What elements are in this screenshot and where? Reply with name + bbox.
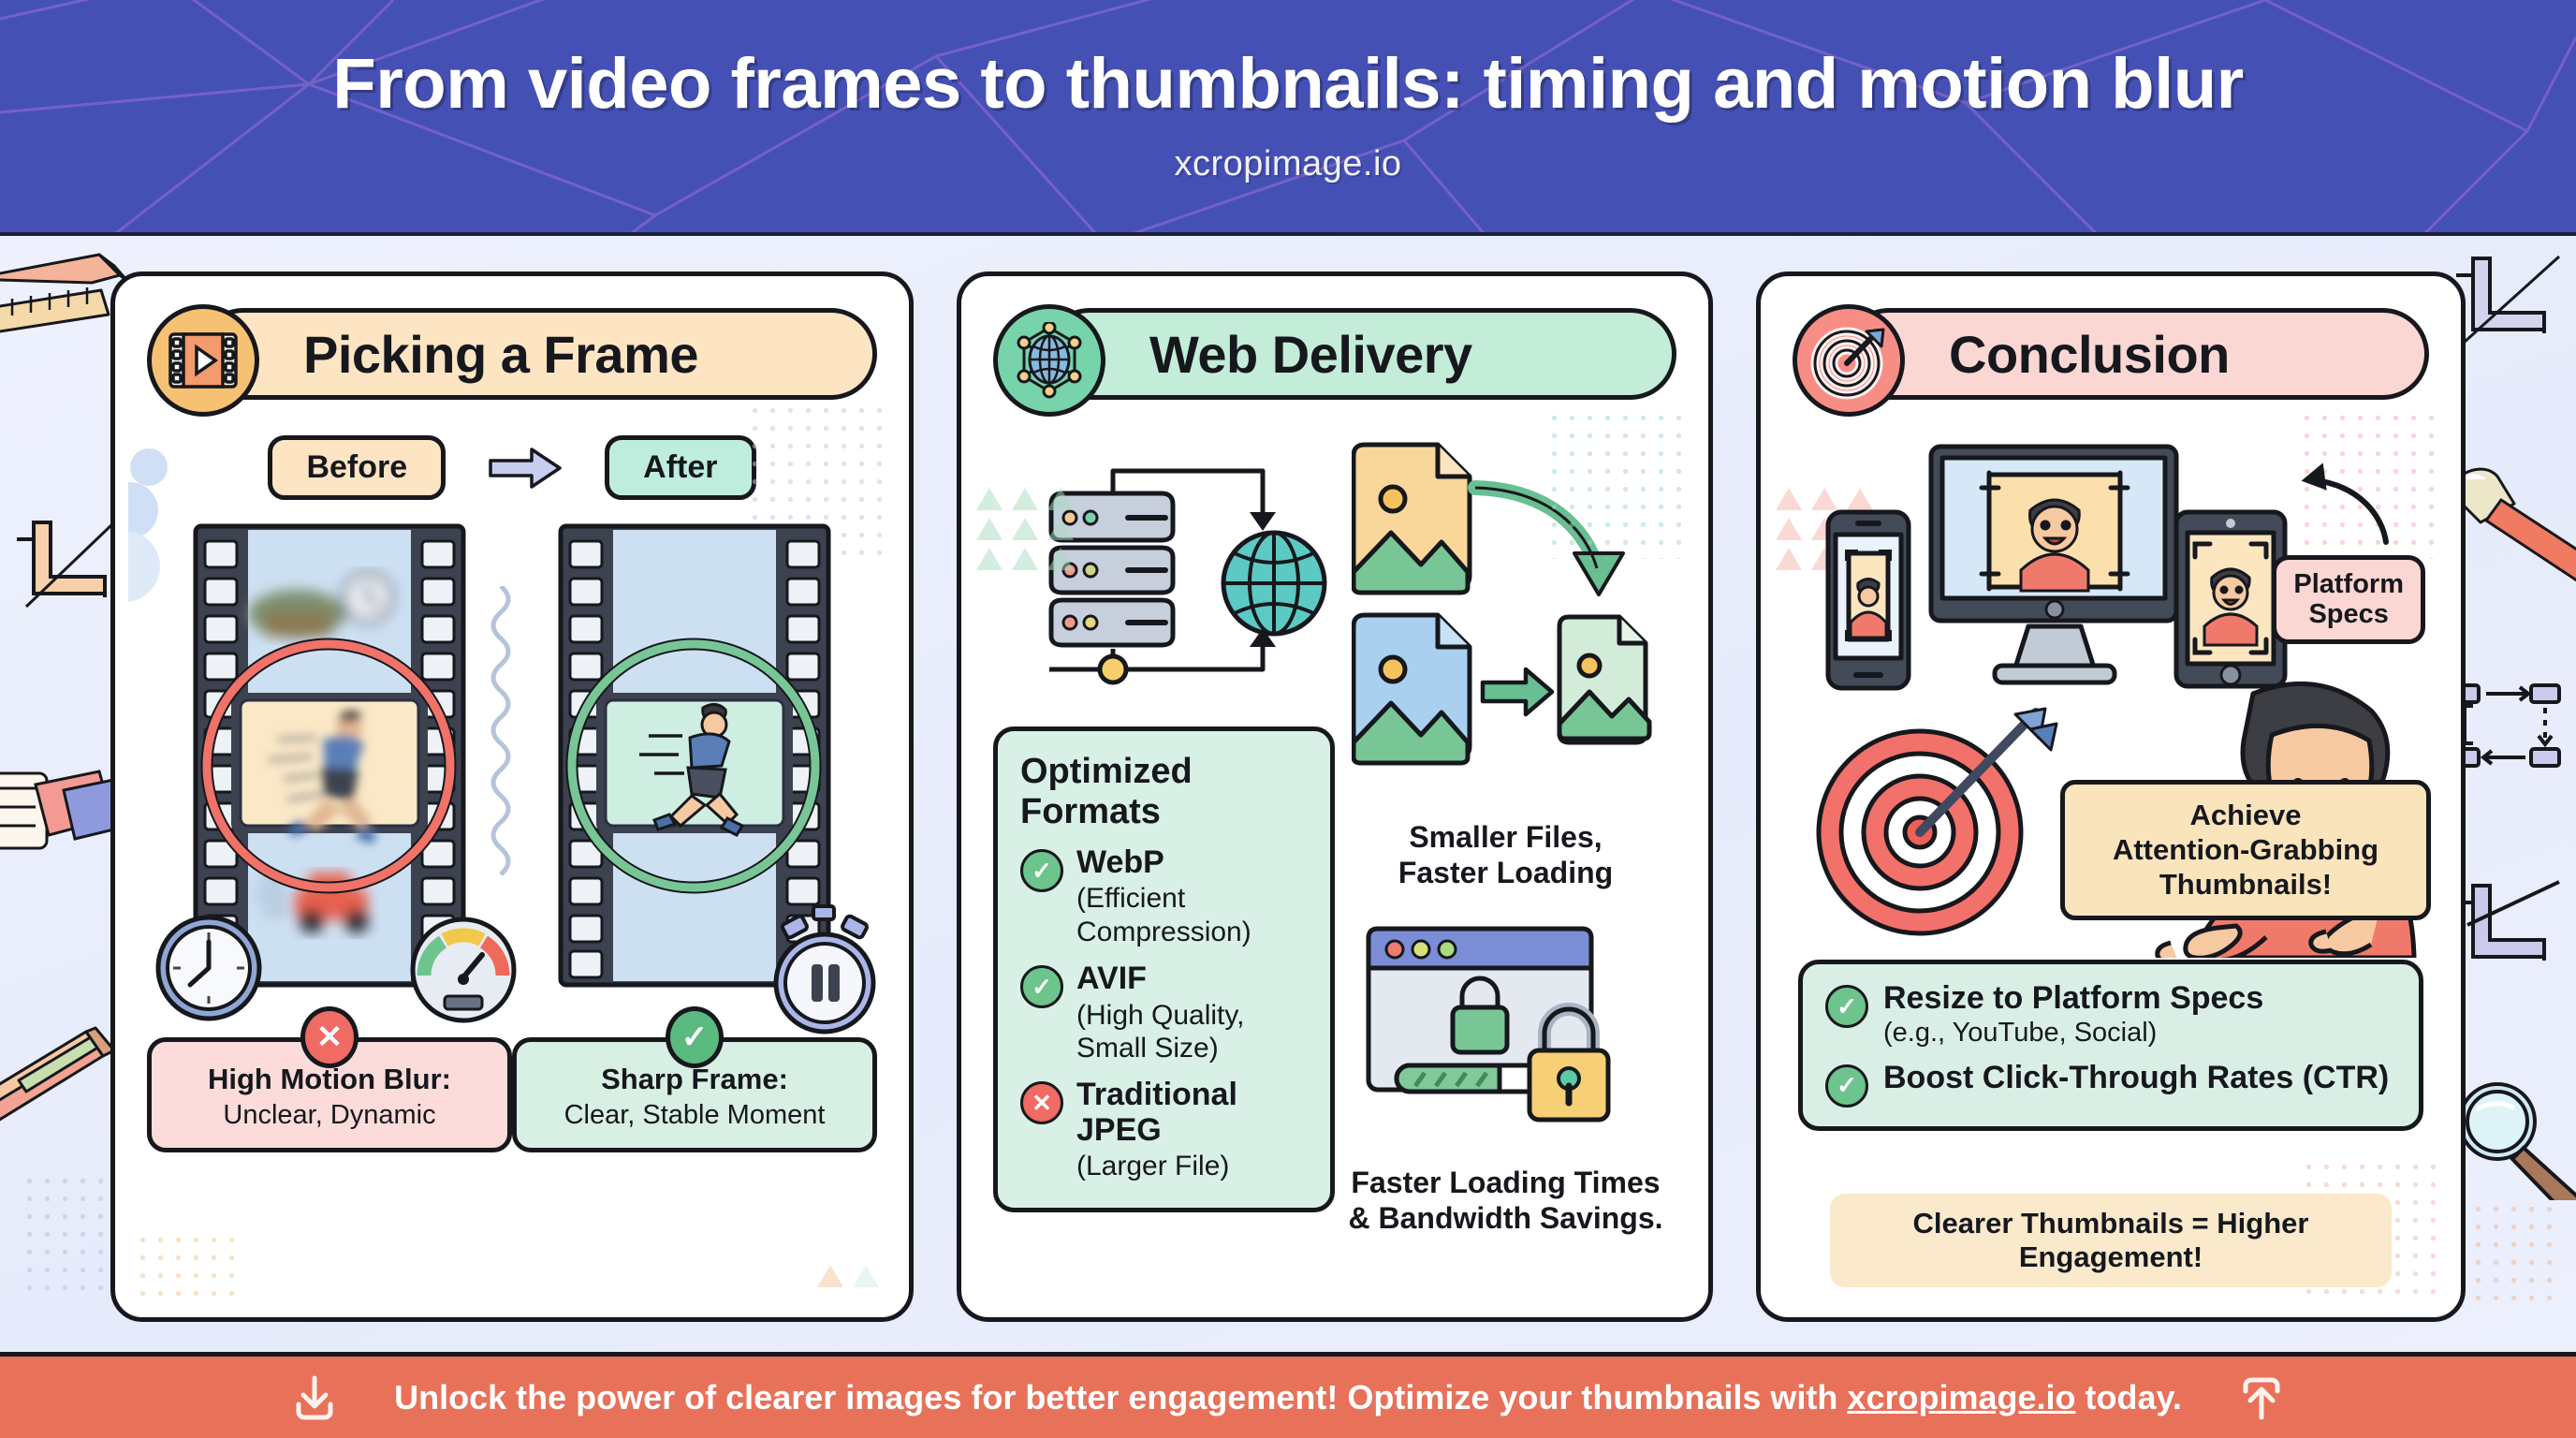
film-strip-after [540, 521, 876, 1034]
page-title: From video frames to thumbnails: timing … [332, 43, 2244, 124]
crop-icon [2456, 255, 2561, 345]
footer-text-before: Unlock the power of clearer images for b… [394, 1377, 1848, 1416]
check-icon: ✓ [1825, 1064, 1868, 1108]
page-subtitle: xcropimage.io [1174, 143, 1402, 183]
pencil-ruler-icon [0, 253, 129, 333]
film-strip-before [155, 521, 517, 1023]
check-icon: ✓ [1825, 985, 1868, 1028]
content-stage: Picking a Frame Before After [0, 236, 2576, 1352]
browser-lock-diagram [1366, 926, 1610, 1123]
check-main: Resize to Platform Specs [1883, 980, 2264, 1016]
format-note: (High Quality, Small Size) [1076, 999, 1245, 1064]
verdict-card-after: ✓ Sharp Frame: Clear, Stable Moment [512, 1006, 877, 1152]
panel2-body: Optimized Formats ✓ WebP (Efficient Comp… [993, 432, 1676, 1237]
conclusion-checks-card: ✓ Resize to Platform Specs (e.g., YouTub… [1798, 960, 2423, 1131]
panel-picking-a-frame: Picking a Frame Before After [110, 271, 924, 1332]
blue-blob-decor [128, 448, 168, 602]
crop-icon [17, 521, 114, 609]
target-arrow-icon [1793, 304, 1905, 417]
panel2-title: Web Delivery [1149, 324, 1472, 384]
speech-bubble: Achieve Attention-Grabbing Thumbnails! [2060, 780, 2431, 920]
film-play-icon [147, 304, 259, 417]
check-icon: ✓ [1020, 965, 1063, 1009]
page-footer: Unlock the power of clearer images for b… [0, 1352, 2576, 1438]
panel-conclusion: Conclusion [1756, 271, 2476, 1332]
panel3-title: Conclusion [1949, 324, 2230, 384]
page-header: From video frames to thumbnails: timing … [0, 0, 2576, 236]
upload-icon [2243, 1377, 2280, 1419]
film-comparison [147, 521, 877, 1034]
check-icon: ✓ [1020, 849, 1063, 892]
stopwatch-pause-icon [773, 904, 876, 1034]
arrow-right-icon [489, 447, 562, 489]
panel1-header: Picking a Frame [147, 304, 877, 417]
speed-gauge-icon [410, 917, 517, 1023]
target-arrow-large-icon [1816, 707, 2058, 936]
panel2-left-column: Optimized Formats ✓ WebP (Efficient Comp… [993, 432, 1335, 1237]
check-main: Boost Click-Through Rates (CTR) [1883, 1059, 2390, 1095]
panels-row: Picking a Frame Before After [110, 271, 2476, 1332]
format-row-jpeg: ✕ Traditional JPEG (Larger File) [1020, 1078, 1308, 1182]
before-tag: Before [268, 435, 446, 500]
verdict-subtitle: Clear, Stable Moment [564, 1100, 826, 1130]
devices-group [1825, 444, 2389, 691]
format-name: WebP [1076, 844, 1164, 880]
footer-text: Unlock the power of clearer images for b… [394, 1378, 2182, 1417]
panel1-title: Picking a Frame [303, 324, 699, 384]
magnifier-icon [2458, 1082, 2576, 1200]
format-row-webp: ✓ WebP (Efficient Compression) [1020, 844, 1308, 948]
polygon-pattern [0, 0, 2576, 232]
check-sub: (e.g., YouTube, Social) [1883, 1018, 2158, 1049]
verdict-card-before: ✕ High Motion Blur: Unclear, Dynamic [147, 1006, 512, 1152]
panel1-title-pill: Picking a Frame [198, 308, 877, 400]
squiggle-divider [490, 586, 511, 876]
check-row-resize: ✓ Resize to Platform Specs (e.g., YouTub… [1825, 980, 2396, 1049]
clock-icon [155, 915, 262, 1021]
before-after-row: Before After [147, 435, 877, 500]
format-note: (Efficient Compression) [1076, 883, 1251, 947]
format-name: AVIF [1076, 961, 1147, 997]
panel-web-delivery: Web Delivery [957, 271, 1723, 1332]
platform-specs-chip: Platform Specs [2272, 555, 2425, 644]
panel2-title-pill: Web Delivery [1044, 308, 1676, 400]
after-tag: After [605, 435, 756, 500]
crop-icon [2456, 880, 2560, 961]
globe-network-icon [993, 304, 1105, 417]
check-icon: ✓ [666, 1006, 724, 1068]
verdict-subtitle: Unclear, Dynamic [223, 1100, 436, 1130]
caption-smaller-files: Smaller Files, Faster Loading [1398, 820, 1614, 890]
verdict-row: ✕ High Motion Blur: Unclear, Dynamic ✓ S… [147, 1006, 877, 1152]
pencil-icon [0, 1026, 116, 1122]
format-name: Traditional JPEG [1076, 1077, 1237, 1148]
panel2-header: Web Delivery [993, 304, 1676, 417]
download-icon [296, 1375, 333, 1419]
file-compression-diagram [1351, 442, 1651, 766]
format-row-avif: ✓ AVIF (High Quality, Small Size) [1020, 961, 1308, 1064]
footer-text-after: today. [2075, 1377, 2182, 1416]
cross-icon: ✕ [1020, 1081, 1063, 1125]
formats-title: Optimized Formats [1020, 752, 1193, 831]
format-note: (Larger File) [1076, 1151, 1230, 1182]
panel3-title-pill: Conclusion [1843, 308, 2429, 400]
check-row-ctr: ✓ Boost Click-Through Rates (CTR) [1825, 1059, 2396, 1108]
cross-icon: ✕ [300, 1006, 359, 1068]
caption-faster-loading: Faster Loading Times & Bandwidth Savings… [1348, 1165, 1663, 1236]
panel3-header: Conclusion [1793, 304, 2429, 417]
paint-brush-icon [2451, 467, 2576, 582]
conclusion-tagline: Clearer Thumbnails = Higher Engagement! [1830, 1194, 2392, 1287]
server-globe-diagram [1048, 468, 1327, 685]
footer-link[interactable]: xcropimage.io [1847, 1377, 2076, 1416]
optimized-formats-card: Optimized Formats ✓ WebP (Efficient Comp… [993, 726, 1335, 1212]
panel2-right-column: Smaller Files, Faster Loading [1335, 432, 1676, 1237]
